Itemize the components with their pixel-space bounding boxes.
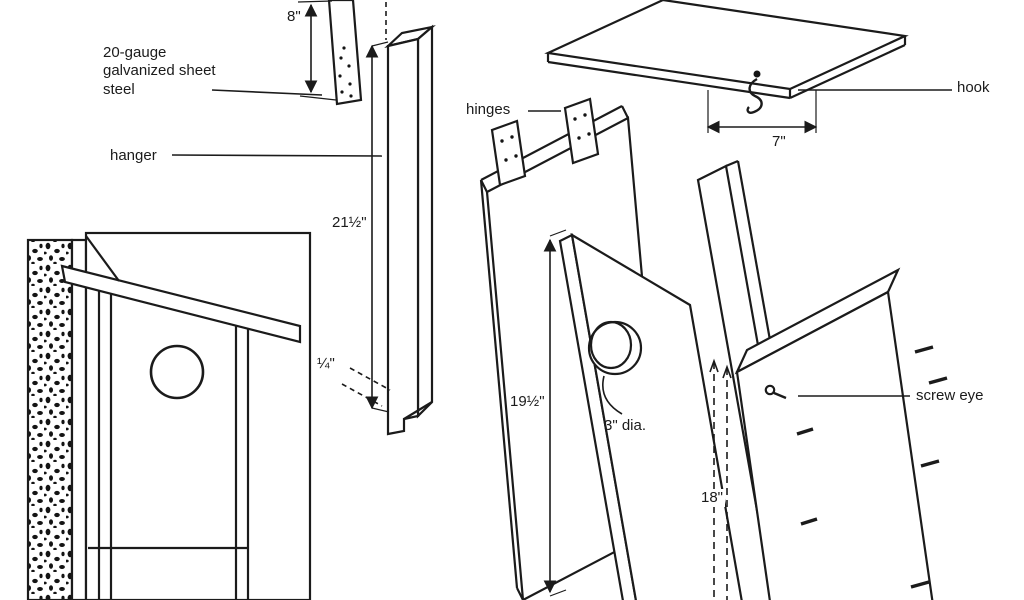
- front-panel: [558, 232, 743, 600]
- nail-marks: [796, 345, 948, 589]
- hanger-bar-front-face: [386, 37, 420, 436]
- label-sheet-steel: 20-gauge galvanized sheet steel: [103, 44, 216, 98]
- hinge-plates: [490, 97, 600, 187]
- dim-side-panel-height: 18": [699, 489, 726, 508]
- label-hinges: hinges: [466, 101, 511, 118]
- dimension-lines: [297, 0, 818, 597]
- leader-lines: [171, 89, 952, 415]
- dim-entrance-hole: 3" dia.: [604, 417, 647, 434]
- leader-hole-dia: [602, 375, 623, 415]
- screw-eye-drawing: [764, 384, 787, 400]
- label-hanger: hanger: [110, 147, 157, 164]
- entrance-hole-left: [149, 344, 205, 400]
- hook-drawing: [746, 70, 763, 114]
- dim-hanger-strip-height: 8": [287, 8, 301, 25]
- hanger-bar-side-face: [416, 24, 434, 419]
- house-peak-line: [85, 235, 120, 282]
- hanger-strip-on-post: [70, 238, 88, 600]
- label-screw-eye: screw eye: [916, 387, 984, 404]
- house-roof-board: [60, 264, 302, 344]
- dim-roof-depth: 7": [770, 133, 788, 152]
- side-panel-right: [734, 267, 934, 600]
- label-hook: hook: [957, 79, 990, 96]
- dim-hanger-thickness: ¼": [317, 355, 335, 372]
- leader-sheet-steel: [211, 89, 323, 96]
- mounted-birdhouse: [26, 231, 312, 600]
- dim-18-lines: [709, 358, 732, 600]
- hanger-strip-flat: [327, 0, 363, 106]
- dim-front-panel-height: 19½": [510, 393, 545, 410]
- hinge-plate-1: [490, 119, 527, 187]
- leader-hanger: [171, 154, 383, 157]
- hinge-plate-2: [563, 97, 600, 165]
- hanger-bar-3d: [384, 24, 436, 436]
- wooden-post: [26, 238, 74, 600]
- roof-panel: [544, 0, 909, 100]
- dim-hanger-length: 21½": [332, 214, 367, 231]
